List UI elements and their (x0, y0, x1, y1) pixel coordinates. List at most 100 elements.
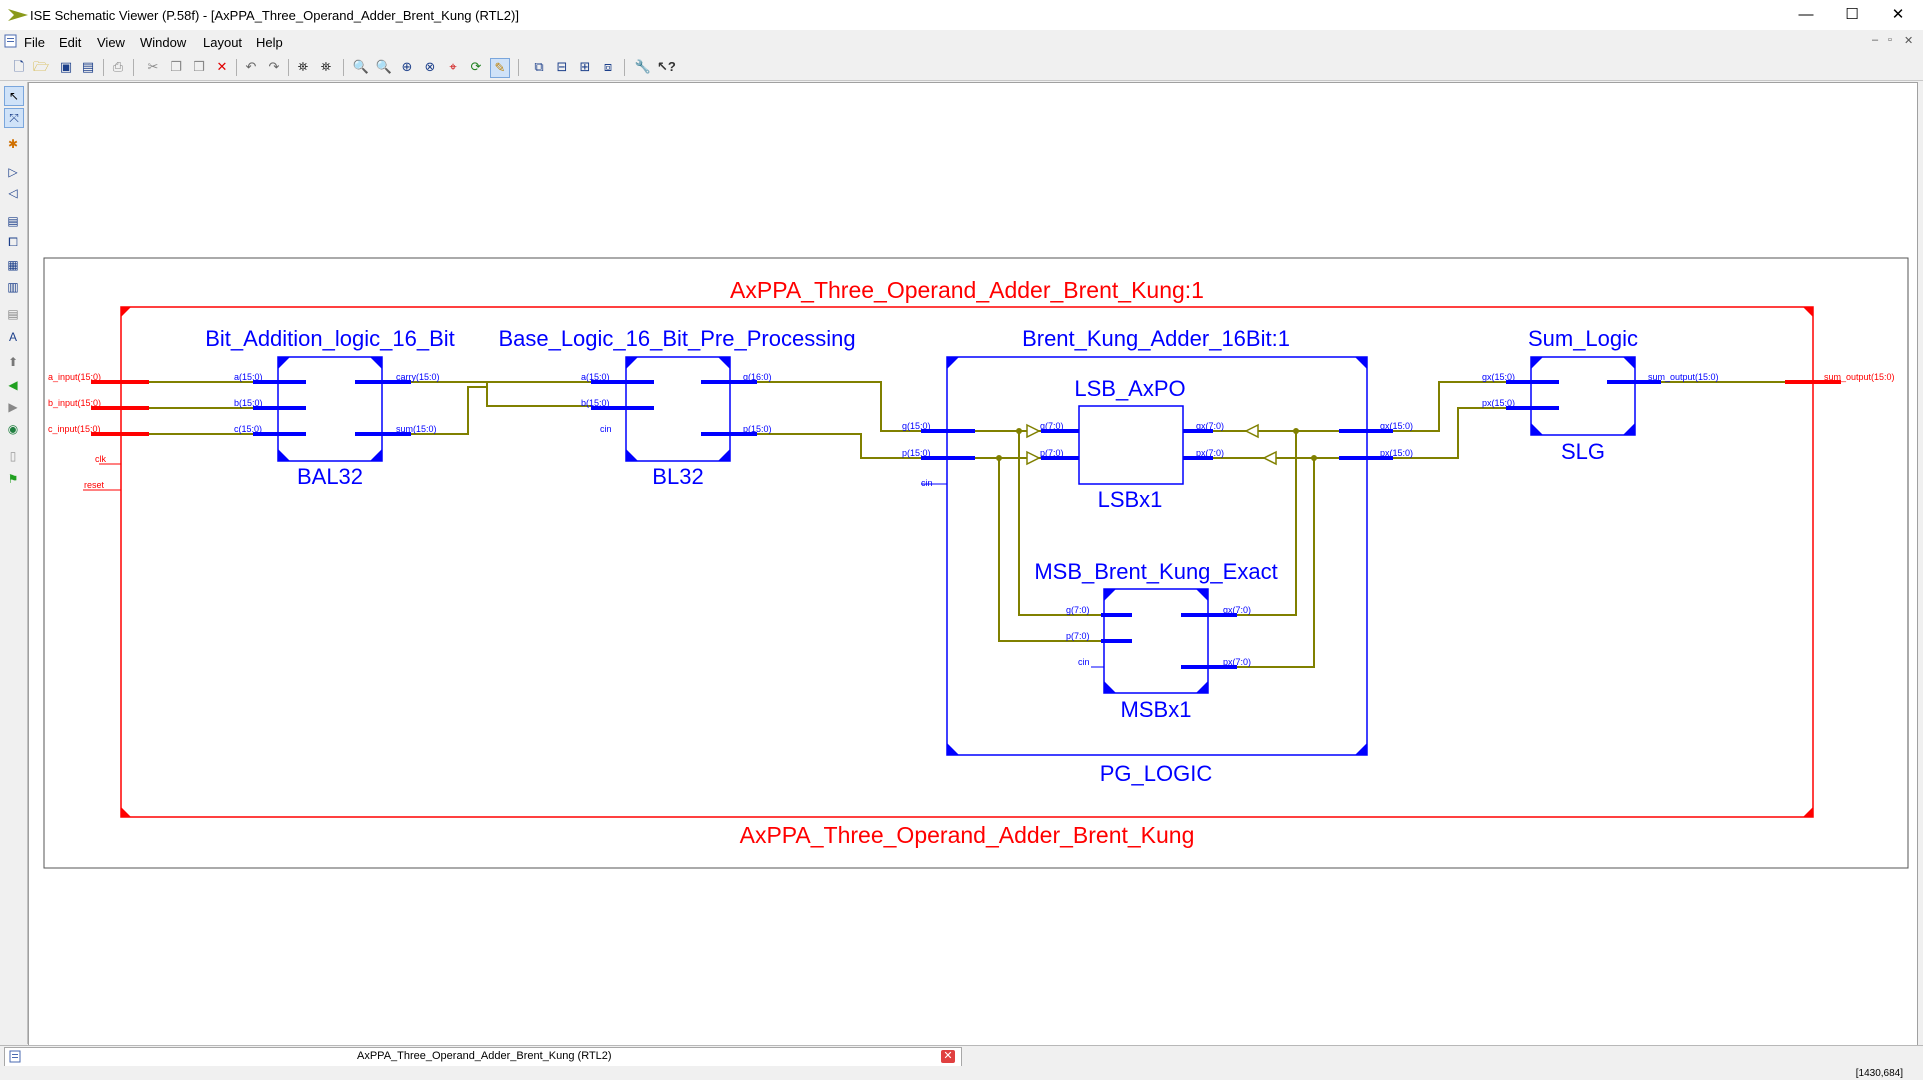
push-into-icon[interactable]: ▤ (7, 214, 19, 228)
redo-icon[interactable]: ↷ (268, 59, 280, 74)
menu-layout[interactable]: Layout (203, 35, 243, 50)
refresh-icon[interactable]: ⟳ (470, 59, 482, 74)
menu-window[interactable]: Window (140, 35, 187, 50)
expand-output-icon[interactable]: ◁ (8, 186, 18, 200)
pop-icon[interactable]: ⧠ (8, 235, 18, 249)
options-icon[interactable]: 🔧 (634, 59, 652, 74)
bl-port-a[interactable]: a(15:0) (581, 372, 610, 382)
bk-port-gx[interactable]: gx(15:0) (1380, 421, 1413, 431)
undo-icon[interactable]: ↶ (245, 59, 257, 74)
save-all-icon[interactable]: ▤ (81, 59, 95, 74)
mdi-restore-button[interactable]: ▫ (1888, 34, 1892, 46)
mark-icon[interactable]: ⬆ (7, 355, 19, 369)
sum-output-port[interactable]: sum_output(15:0) (1824, 372, 1895, 382)
delete-icon[interactable]: ✕ (216, 59, 228, 74)
cascade-icon[interactable]: ⧉ (534, 59, 544, 74)
msb-port-gx[interactable]: gx(7:0) (1223, 605, 1251, 615)
expand-input-icon[interactable]: ▷ (8, 165, 18, 179)
forward-icon[interactable]: ▶ (8, 400, 18, 414)
bl-port-b[interactable]: b(15:0) (581, 398, 610, 408)
bal-port-a[interactable]: a(15:0) (234, 372, 263, 382)
clk-port[interactable]: clk (95, 454, 106, 464)
find-icon[interactable]: ⛯ (297, 59, 309, 74)
slg-port-px[interactable]: px(15:0) (1482, 398, 1515, 408)
zoom-select-icon[interactable]: ⌖ (449, 59, 457, 74)
zoom-out-icon[interactable]: 🔍 (375, 59, 393, 74)
bal32-block[interactable]: Bit_Addition_logic_16_Bit a(15:0) b(15:0… (205, 326, 455, 489)
top-module-title: AxPPA_Three_Operand_Adder_Brent_Kung:1 (730, 277, 1204, 303)
msb-port-p[interactable]: p(7:0) (1066, 631, 1090, 641)
route-icon[interactable]: ⤧ (4, 108, 24, 128)
zoom-box-icon[interactable]: ⊗ (424, 59, 436, 74)
bal-instance: BAL32 (297, 464, 363, 489)
c-input-port[interactable]: c_input(15:0) (48, 424, 101, 434)
new-icon[interactable]: 🗋 (13, 59, 25, 74)
menu-view[interactable]: View (97, 35, 125, 50)
bl32-block[interactable]: Base_Logic_16_Bit_Pre_Processing a(15:0)… (498, 326, 855, 489)
mdi-close-button[interactable]: ✕ (1904, 35, 1914, 47)
help-pointer-icon[interactable]: ↖? (657, 59, 676, 74)
maximize-button[interactable]: ☐ (1845, 6, 1859, 23)
lsb-block[interactable]: LSB_AxPO g(7:0) p(7:0) gx(7:0) px(7:0) L… (1040, 376, 1224, 512)
bl-port-g[interactable]: g(16:0) (743, 372, 772, 382)
slg-port-sum-output[interactable]: sum_output(15:0) (1648, 372, 1719, 382)
bl-port-p[interactable]: p(15:0) (743, 424, 772, 434)
msb-port-px[interactable]: px(7:0) (1223, 657, 1251, 667)
menu-file[interactable]: File (24, 35, 45, 50)
paste-icon[interactable]: ❒ (193, 59, 205, 74)
bl-port-cin[interactable]: cin (600, 424, 612, 434)
add-marker-icon[interactable]: ✱ (7, 137, 19, 151)
close-button[interactable]: ✕ (1891, 6, 1905, 23)
msb-block[interactable]: MSB_Brent_Kung_Exact g(7:0) p(7:0) cin g… (1034, 559, 1277, 722)
tile-v-icon[interactable]: ⊞ (579, 59, 591, 74)
zoom-full-icon[interactable]: ⊕ (401, 59, 413, 74)
text-icon[interactable]: A (8, 330, 17, 344)
locate-icon[interactable]: ◉ (7, 422, 19, 436)
minimize-button[interactable]: — (1798, 6, 1814, 23)
slg-block[interactable]: Sum_Logic gx(15:0) px(15:0) sum_output(1… (1482, 326, 1719, 464)
bal-port-c[interactable]: c(15:0) (234, 424, 262, 434)
bk-port-g[interactable]: g(15:0) (902, 421, 931, 431)
mdi-minimize-button[interactable]: – (1872, 34, 1879, 46)
brent-kung-block[interactable]: Brent_Kung_Adder_16Bit:1 g(15:0) p(15:0)… (902, 326, 1413, 786)
save-icon[interactable]: ▣ (59, 59, 73, 74)
cut-icon[interactable]: ✂ (147, 59, 159, 74)
a-input-port[interactable]: a_input(15:0) (48, 372, 101, 382)
bk-port-px[interactable]: px(15:0) (1380, 448, 1413, 458)
copy-icon[interactable]: ❐ (170, 59, 182, 74)
reset-port[interactable]: reset (84, 480, 105, 490)
bal-port-sum[interactable]: sum(15:0) (396, 424, 437, 434)
bk-port-cin[interactable]: cin (921, 478, 933, 488)
slg-port-gx[interactable]: gx(15:0) (1482, 372, 1515, 382)
bal-port-carry[interactable]: carry(15:0) (396, 372, 440, 382)
schematic-canvas[interactable]: AxPPA_Three_Operand_Adder_Brent_Kung:1 A… (28, 82, 1918, 1046)
tab-close-icon[interactable]: ✕ (941, 1050, 955, 1063)
b-input-port[interactable]: b_input(15:0) (48, 398, 101, 408)
document-tab[interactable]: AxPPA_Three_Operand_Adder_Brent_Kung (RT… (4, 1047, 962, 1067)
bk-port-p[interactable]: p(15:0) (902, 448, 931, 458)
zoom-in-icon[interactable]: 🔍 (352, 59, 370, 74)
msb-port-cin[interactable]: cin (1078, 657, 1090, 667)
select-icon[interactable]: ↖ (4, 86, 24, 106)
show-ports-icon[interactable]: ▦ (7, 258, 19, 272)
flag-icon[interactable]: ⚑ (7, 472, 19, 486)
find-next-icon[interactable]: ⛯ (320, 59, 332, 74)
menu-help[interactable]: Help (256, 35, 283, 50)
back-icon[interactable]: ◀ (8, 378, 18, 392)
menu-edit[interactable]: Edit (59, 35, 82, 50)
tile-h-icon[interactable]: ⊟ (556, 59, 568, 74)
highlight-icon[interactable]: ✎ (490, 58, 510, 78)
lsb-port-g[interactable]: g(7:0) (1040, 421, 1064, 431)
lsb-port-p[interactable]: p(7:0) (1040, 448, 1064, 458)
hide-ports-icon[interactable]: ▥ (7, 280, 19, 294)
open-icon[interactable]: 🗁 (32, 59, 50, 74)
msb-title: MSB_Brent_Kung_Exact (1034, 559, 1277, 584)
properties-icon[interactable]: ▤ (7, 307, 19, 321)
bal-port-b[interactable]: b(15:0) (234, 398, 263, 408)
arrange-icon[interactable]: ⧈ (603, 59, 613, 74)
print-icon[interactable]: ⎙ (112, 59, 124, 74)
page-icon[interactable]: ▯ (9, 449, 17, 463)
lsb-port-px[interactable]: px(7:0) (1196, 448, 1224, 458)
lsb-port-gx[interactable]: gx(7:0) (1196, 421, 1224, 431)
msb-port-g[interactable]: g(7:0) (1066, 605, 1090, 615)
